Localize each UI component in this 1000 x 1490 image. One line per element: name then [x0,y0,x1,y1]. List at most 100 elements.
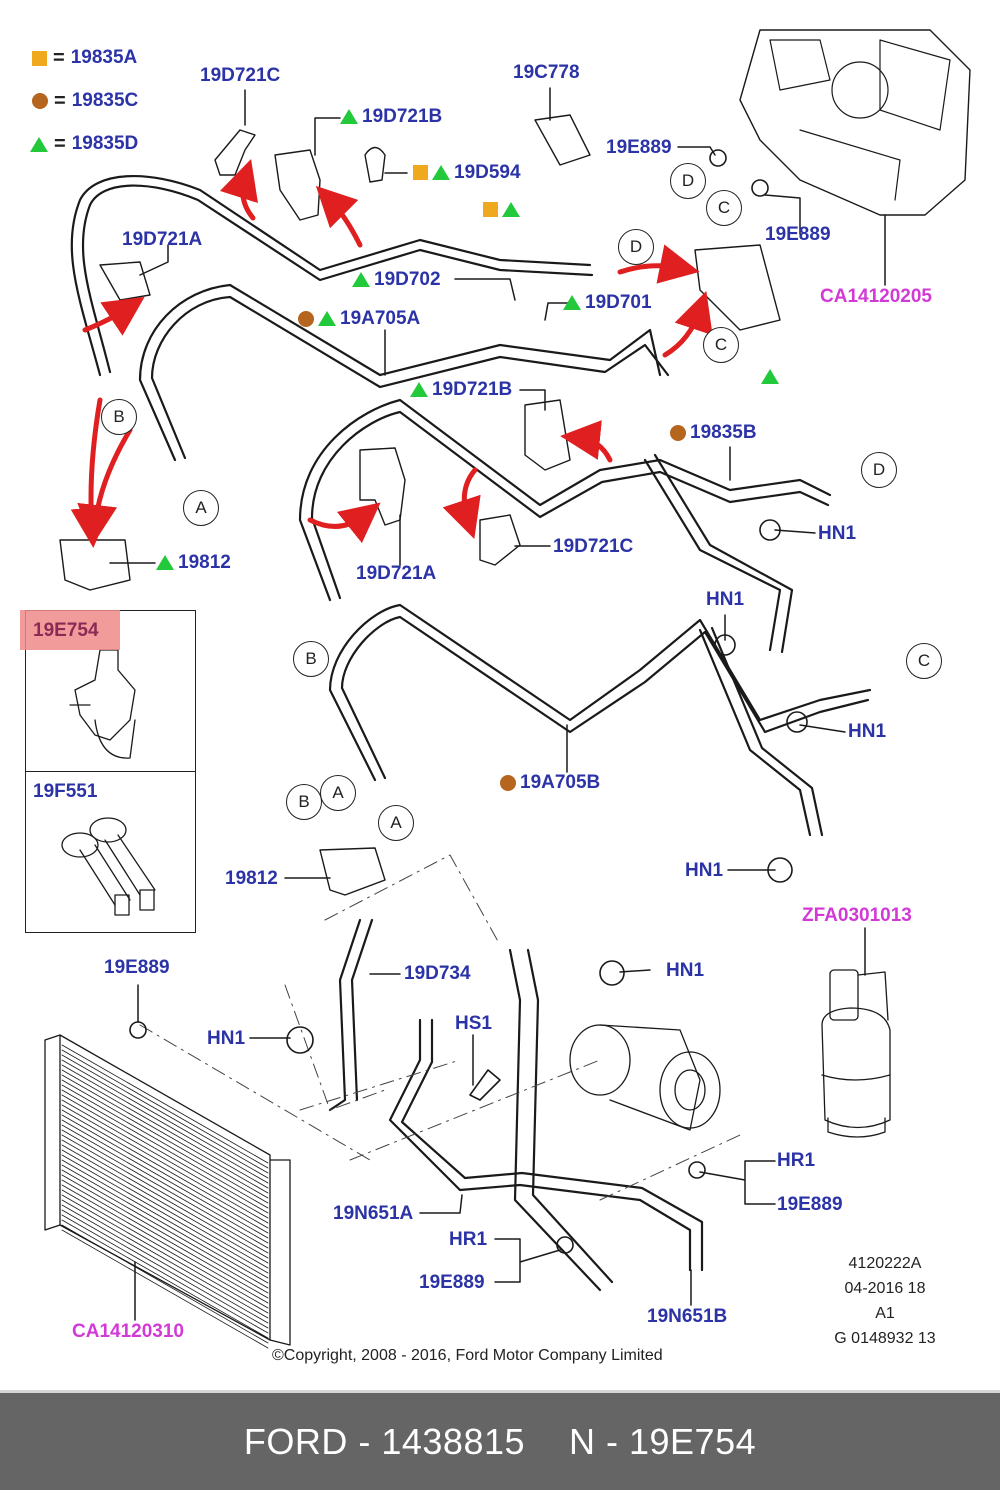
part-label-19e889[interactable]: 19E889 [765,224,831,245]
green-triangle-icon [563,295,581,311]
part-label-19835b[interactable]: 19835B [670,423,757,442]
condenser-fin [61,1054,269,1174]
green-triangle-icon [30,136,48,152]
ref-circle-d: D [618,229,654,265]
condenser-fin [61,1154,269,1274]
green-triangle-icon [432,165,450,181]
ref-circle-c: C [906,643,942,679]
part-label-19d701[interactable]: 19D701 [563,293,652,312]
condenser-fin [61,1149,269,1269]
green-triangle-icon [156,555,174,571]
condenser-fin [61,1129,269,1249]
inset-clip-drawing [69,649,136,759]
condenser-fin [61,1219,269,1339]
part-label-ca14120205[interactable]: CA14120205 [820,286,932,307]
part-label-19a705a[interactable]: 19A705A [298,309,420,328]
legend-item-19835c: =19835C [32,91,138,111]
ref-circle-d: D [670,163,706,199]
part-label-19n651b[interactable]: 19N651B [647,1306,728,1327]
condenser-fin [61,1084,269,1204]
bottom-pipes-drawing [328,918,704,1292]
condenser-fin [61,1069,269,1189]
condenser-fin [61,1159,269,1279]
part-label-zfa0301013[interactable]: ZFA0301013 [802,905,912,926]
ref-circle-a: A [378,805,414,841]
part-label-19812[interactable]: 19812 [225,868,278,889]
part-label-19e889[interactable]: 19E889 [104,957,170,978]
red-arrows [70,158,713,548]
ref-circle-d: D [861,452,897,488]
condenser-fin [61,1204,269,1324]
condenser-fin [61,1199,269,1319]
fasteners [129,149,808,1254]
ref-circle-a: A [183,490,219,526]
part-label-hn1[interactable]: HN1 [706,589,745,610]
part-label-19d734[interactable]: 19D734 [404,963,471,984]
part-label-19d721a[interactable]: 19D721A [122,229,203,250]
part-label-ca14120310[interactable]: CA14120310 [72,1321,184,1342]
part-label-hn1[interactable]: HN1 [207,1028,246,1049]
part-label-19d721a[interactable]: 19D721A [356,563,437,584]
ref-circle-b: B [293,641,329,677]
ref-circle-b: B [101,399,137,435]
part-label-19a705b[interactable]: 19A705B [500,773,600,792]
inset-divider [25,771,196,772]
part-label-19d721b[interactable]: 19D721B [410,380,512,399]
condenser-fin [61,1124,269,1244]
condenser-fin [61,1194,269,1314]
part-label-hr1[interactable]: HR1 [449,1229,488,1250]
middle-hose-drawing [298,398,832,654]
compressor-drawing [569,1024,721,1131]
condenser-fin [61,1099,269,1219]
part-label-hn1[interactable]: HN1 [685,860,724,881]
lower-hose-drawing [328,603,872,837]
condenser-fin [61,1064,269,1184]
part-label-hs1[interactable]: HS1 [455,1013,492,1034]
parts-diagram: =19835A =19835C =19835D 19D721C 19D721B … [20,29,971,1364]
clip-drawings [59,114,781,896]
legend-item-19835d: =19835D [30,134,138,154]
condenser-fin [61,1184,269,1304]
part-label-19d721b[interactable]: 19D721B [340,107,442,126]
part-label-19d702[interactable]: 19D702 [352,270,441,289]
part-label-19c778[interactable]: 19C778 [513,62,580,83]
condenser-fin [61,1139,269,1259]
part-label-hn1[interactable]: HN1 [666,960,705,981]
part-label-hn1[interactable]: HN1 [818,523,857,544]
part-label-19f551[interactable]: 19F551 [33,781,98,802]
condenser-fin [61,1179,269,1299]
green-triangle-icon [318,311,336,327]
condenser-fin [61,1044,269,1164]
part-label-hr1[interactable]: HR1 [777,1150,816,1171]
condenser-fin [61,1189,269,1309]
part-label-19e889[interactable]: 19E889 [606,137,672,158]
ref-circle-c: C [703,327,739,363]
green-triangle-icon [761,369,779,385]
legend-item-19835a: =19835A [32,48,137,68]
part-marker-19835d [761,367,783,386]
part-marker-19835a-19835d [483,200,524,219]
highlight-19e754 [20,610,120,650]
part-label-19812[interactable]: 19812 [156,553,231,572]
refrigerant-bottle-drawing [821,969,891,1138]
part-label-hn1[interactable]: HN1 [848,721,887,742]
part-label-19d721c[interactable]: 19D721C [553,536,634,557]
footer-brand-part-number: FORD - 1438815 [243,1421,526,1462]
green-triangle-icon [410,382,428,398]
part-label-19e889[interactable]: 19E889 [419,1272,485,1293]
upper-hose-drawing [70,175,670,462]
condenser-fin [61,1094,269,1214]
condenser-fin [61,1224,269,1344]
part-label-19e754[interactable]: 19E754 [33,620,99,641]
part-label-19d594[interactable]: 19D594 [413,163,521,182]
condenser-fin [61,1119,269,1239]
condenser-fin [61,1134,269,1254]
orange-square-icon [413,165,428,181]
part-label-19e889[interactable]: 19E889 [777,1194,843,1215]
part-label-19d721c[interactable]: 19D721C [200,65,281,86]
part-label-19n651a[interactable]: 19N651A [333,1203,414,1224]
condenser-fin [61,1169,269,1289]
condenser-fin [61,1074,269,1194]
